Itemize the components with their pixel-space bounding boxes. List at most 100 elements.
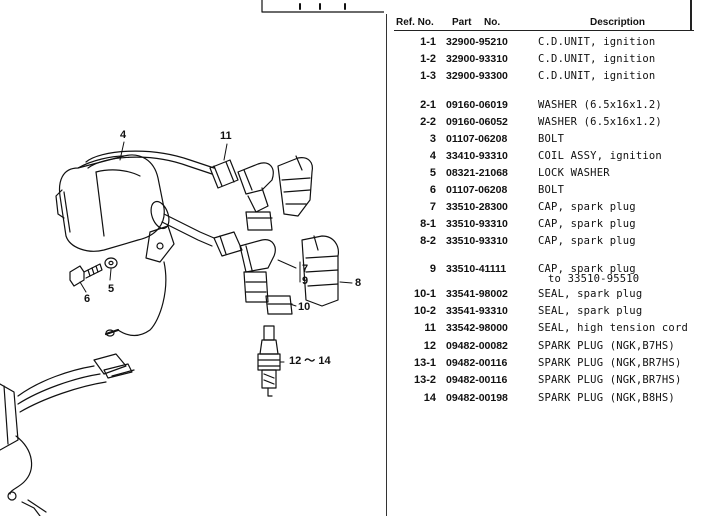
lower-seal bbox=[213, 231, 243, 257]
bolt-6 bbox=[69, 263, 103, 287]
callout-4: 4 bbox=[120, 129, 127, 141]
ref-no: 7 bbox=[429, 201, 436, 213]
column-divider bbox=[386, 14, 387, 516]
header-no: No. bbox=[484, 17, 501, 28]
ref-no: 14 bbox=[423, 392, 436, 404]
description: CAP, spark plug bbox=[538, 235, 636, 247]
part-no: 33510-93310 bbox=[446, 218, 508, 230]
part-no: 09160-06019 bbox=[446, 99, 508, 111]
middle-seal bbox=[245, 211, 273, 231]
header-description: Description bbox=[590, 17, 646, 28]
part-no: 33510-28300 bbox=[446, 201, 508, 213]
description: COIL ASSY, ignition bbox=[538, 150, 662, 162]
callout-10: 10 bbox=[298, 301, 311, 313]
ref-no: 1-3 bbox=[420, 70, 436, 82]
ref-no: 4 bbox=[429, 150, 436, 162]
ref-no: 8-1 bbox=[420, 218, 436, 230]
callout-11: 11 bbox=[220, 130, 232, 142]
table-row: 7 33510-28300 CAP, spark plug bbox=[394, 201, 694, 217]
part-no: 33510-93310 bbox=[446, 235, 508, 247]
description: SPARK PLUG (NGK,BR7HS) bbox=[538, 374, 682, 386]
description: LOCK WASHER bbox=[538, 167, 610, 179]
table-row: 14 09482-00198 SPARK PLUG (NGK,B8HS) bbox=[394, 392, 694, 408]
table-row: 3 01107-06208 BOLT bbox=[394, 133, 694, 149]
part-no: 33542-98000 bbox=[446, 322, 508, 334]
parts-list-header: Ref. No. Part No. Description bbox=[394, 15, 694, 31]
callout-6: 6 bbox=[84, 293, 91, 305]
ref-no: 5 bbox=[429, 167, 436, 179]
part-no: 09482-00116 bbox=[446, 357, 508, 369]
part-no: 33510-41111 bbox=[446, 263, 507, 275]
ref-no: 3 bbox=[429, 133, 436, 145]
callout-8: 8 bbox=[355, 277, 362, 289]
table-row: 2-1 09160-06019 WASHER (6.5x16x1.2) bbox=[394, 99, 694, 115]
seal-11 bbox=[209, 159, 239, 189]
upper-right-cap bbox=[277, 155, 313, 217]
part-no: 01107-06208 bbox=[446, 133, 508, 145]
part-no: 32900-93300 bbox=[446, 70, 508, 82]
ref-no: 1-1 bbox=[420, 36, 436, 48]
table-row: 1-3 32900-93300 C.D.UNIT, ignition bbox=[394, 70, 694, 86]
description: SPARK PLUG (NGK,BR7HS) bbox=[538, 357, 682, 369]
parts-list: Ref. No. Part No. Description 1-1 32900-9… bbox=[394, 15, 694, 404]
page-edge-mark bbox=[690, 0, 692, 30]
part-no: 09482-00116 bbox=[446, 374, 508, 386]
description: BOLT bbox=[538, 184, 565, 196]
description: SEAL, high tension cord bbox=[538, 322, 688, 334]
ignition-coil bbox=[55, 150, 215, 337]
description: SEAL, spark plug bbox=[538, 288, 643, 300]
ref-no: 12 bbox=[423, 340, 436, 352]
ref-no: 10-1 bbox=[413, 288, 436, 300]
description: C.D.UNIT, ignition bbox=[538, 70, 656, 82]
exploded-diagram: 4 11 6 5 7 9 8 10 12 ～ 14 bbox=[0, 0, 384, 516]
table-row: 5 08321-21068 LOCK WASHER bbox=[394, 167, 694, 183]
table-row: 10-1 33541-98002 SEAL, spark plug bbox=[394, 288, 694, 304]
part-no: 32900-93310 bbox=[446, 53, 508, 65]
upper-spark-cap bbox=[237, 162, 274, 213]
part-no: 01107-06208 bbox=[446, 184, 508, 196]
ref-no: 1-2 bbox=[420, 53, 436, 65]
description: C.D.UNIT, ignition bbox=[538, 53, 656, 65]
part-no: 33410-93310 bbox=[446, 150, 508, 162]
table-row: 6 01107-06208 BOLT bbox=[394, 184, 694, 200]
ref-no: 9 bbox=[429, 263, 436, 275]
description: SPARK PLUG (NGK,B8HS) bbox=[538, 392, 675, 404]
ref-no: 2-1 bbox=[420, 99, 436, 111]
callout-5: 5 bbox=[108, 283, 115, 295]
ref-no: 13-2 bbox=[413, 374, 436, 386]
part-no: 32900-95210 bbox=[446, 36, 508, 48]
description: WASHER (6.5x16x1.2) bbox=[538, 99, 662, 111]
part-no: 09160-06052 bbox=[446, 116, 508, 128]
table-row: 11 33542-98000 SEAL, high tension cord bbox=[394, 322, 694, 338]
part-no: 33541-98002 bbox=[446, 288, 508, 300]
description: CAP, spark plug bbox=[538, 263, 636, 275]
ref-no: 11 bbox=[424, 322, 436, 334]
part-no: 09482-00082 bbox=[446, 340, 508, 352]
callout-9: 9 bbox=[302, 275, 309, 287]
ref-no: 10-2 bbox=[413, 305, 436, 317]
description: WASHER (6.5x16x1.2) bbox=[538, 116, 662, 128]
callout-7: 7 bbox=[302, 263, 309, 275]
ref-no: 13-1 bbox=[413, 357, 436, 369]
part-no: 08321-21068 bbox=[446, 167, 508, 179]
washer-5 bbox=[104, 257, 118, 269]
table-row: 12 09482-00082 SPARK PLUG (NGK,B7HS) bbox=[394, 340, 694, 356]
part-no: 09482-00198 bbox=[446, 392, 508, 404]
ref-no: 6 bbox=[429, 184, 436, 196]
right-spark-cap bbox=[301, 235, 339, 307]
description: SPARK PLUG (NGK,B7HS) bbox=[538, 340, 675, 352]
description: BOLT bbox=[538, 133, 565, 145]
cd-unit bbox=[0, 353, 135, 516]
header-part: Part bbox=[452, 17, 472, 28]
table-row: 4 33410-93310 COIL ASSY, ignition bbox=[394, 150, 694, 166]
part-no: 33541-93310 bbox=[446, 305, 508, 317]
spark-plug bbox=[257, 325, 281, 397]
table-row: 1-2 32900-93310 C.D.UNIT, ignition bbox=[394, 53, 694, 69]
description: CAP, spark plug bbox=[538, 201, 636, 213]
